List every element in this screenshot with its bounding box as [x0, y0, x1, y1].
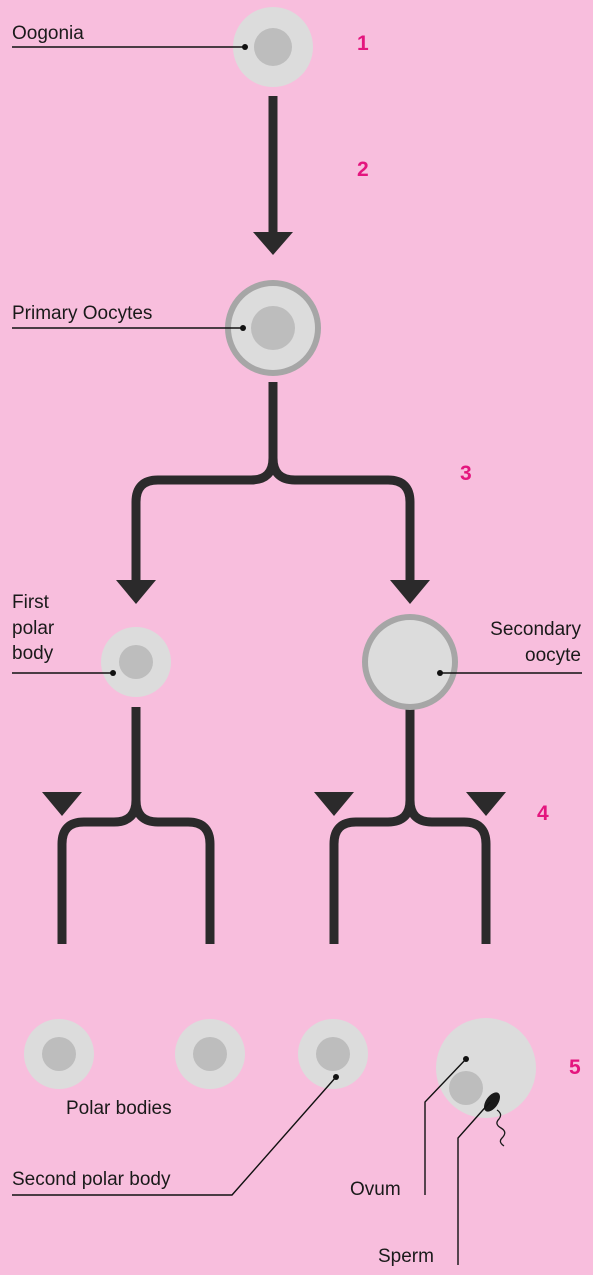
leader-sperm [457, 1101, 491, 1265]
step-number-5: 5 [569, 1056, 581, 1079]
arrowhead-primary [253, 232, 293, 255]
label-primary-oocytes: Primary Oocytes [12, 303, 153, 324]
secondary-oocyte-cell [362, 614, 458, 710]
sperm-icon [484, 1092, 506, 1147]
label-sperm: Sperm [378, 1246, 434, 1267]
arrow-heads [42, 232, 506, 816]
first-polar-body-cell [101, 627, 171, 697]
leader-dots [110, 44, 469, 1080]
arrows [57, 96, 491, 944]
label-ovum: Ovum [350, 1179, 401, 1200]
step-number-2: 2 [357, 158, 369, 181]
second-polar-body-cell [298, 1019, 368, 1089]
oogonia-cell [233, 7, 313, 87]
ovum-cell [436, 1018, 536, 1118]
leader-ovum [424, 1058, 467, 1195]
arrow-first-polar-split [57, 707, 215, 944]
arrowhead-secondary [390, 580, 430, 604]
label-polar-bodies: Polar bodies [66, 1098, 172, 1119]
polar-body-cell-1 [24, 1019, 94, 1089]
step-number-4: 4 [537, 802, 549, 825]
leader-lines [12, 46, 582, 1265]
arrowhead-ovum [466, 792, 506, 816]
arrow-primary-split [131, 382, 415, 586]
step-number-1: 1 [357, 32, 369, 55]
label-oogonia: Oogonia [12, 23, 84, 44]
arrowhead-first-polar [116, 580, 156, 604]
label-secondary-oocyte: Secondary oocyte [490, 619, 581, 666]
leader-second-polar-body [12, 1076, 337, 1196]
polar-body-cell-2 [175, 1019, 245, 1089]
label-second-polar-body: Second polar body [12, 1169, 171, 1190]
arrowhead-second-polar [314, 792, 354, 816]
cells [24, 7, 536, 1147]
step-number-3: 3 [460, 462, 472, 485]
label-first-polar-body: First polar body [12, 592, 55, 665]
arrow-secondary-split [329, 707, 491, 944]
arrowhead-polar-left [42, 792, 82, 816]
